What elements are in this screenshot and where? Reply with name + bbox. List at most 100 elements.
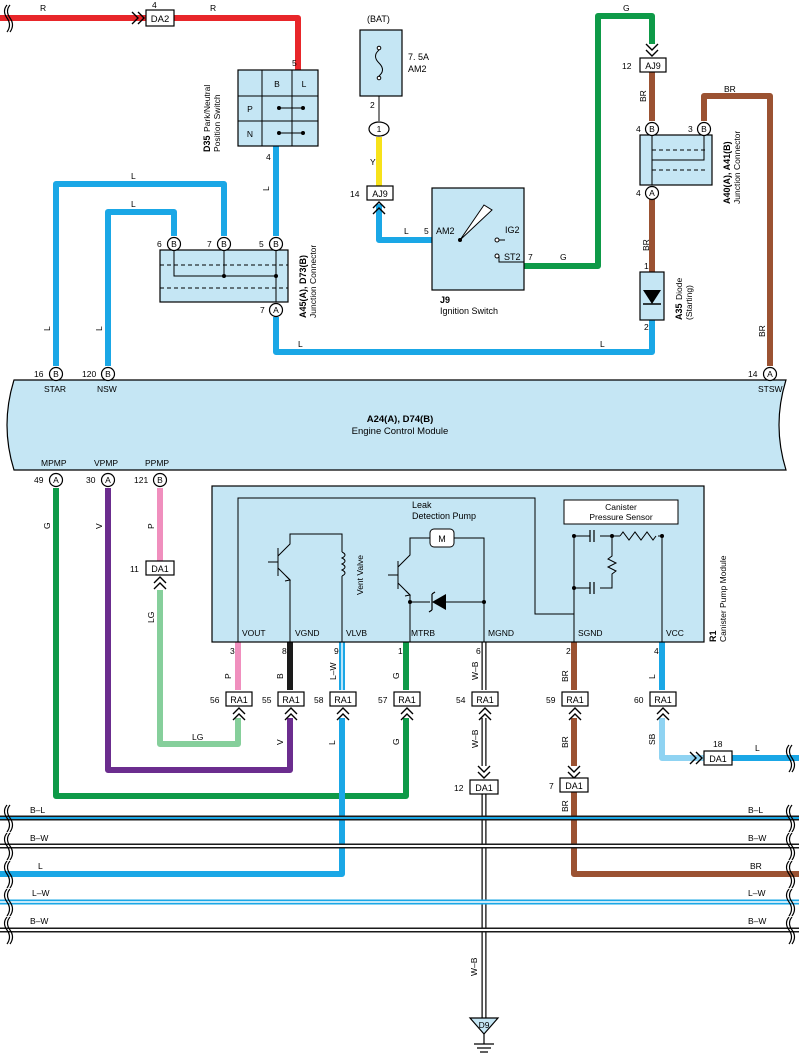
svg-text:14: 14 (350, 189, 360, 199)
svg-text:VCC: VCC (666, 628, 684, 638)
wire-br-right (701, 93, 773, 366)
svg-text:RA1: RA1 (282, 695, 300, 705)
svg-text:6: 6 (157, 239, 162, 249)
svg-text:4: 4 (266, 152, 271, 162)
svg-text:4: 4 (636, 124, 641, 134)
d35-title: D35 Park/Neutral Position Switch (202, 85, 222, 152)
svg-text:M: M (438, 534, 446, 544)
ra1-57: RA1 57 (378, 691, 421, 721)
svg-text:59: 59 (546, 695, 556, 705)
svg-text:Leak: Leak (412, 500, 432, 510)
svg-text:L: L (38, 861, 43, 871)
junction-connector-a40: B B A 4 3 4 (636, 121, 713, 201)
svg-text:A35: A35 (674, 303, 684, 320)
svg-text:RA1: RA1 (654, 695, 672, 705)
svg-text:A45(A), D73(B): A45(A), D73(B) (298, 255, 308, 318)
da1-connector-11: DA1 11 (130, 560, 175, 590)
svg-text:1: 1 (398, 646, 403, 656)
svg-text:121: 121 (134, 475, 148, 485)
diode-title: A35 Diode (Starting) (674, 278, 694, 320)
wire-l-star (53, 181, 227, 366)
ra1-60: RA1 60 (634, 691, 677, 721)
svg-text:BR: BR (757, 325, 767, 337)
wire-label-r2: R (210, 3, 216, 13)
svg-text:L: L (94, 326, 104, 331)
svg-text:5: 5 (292, 58, 297, 68)
ground-icon: D9 (468, 1017, 500, 1053)
svg-text:49: 49 (34, 475, 44, 485)
svg-text:58: 58 (314, 695, 324, 705)
svg-text:7: 7 (260, 305, 265, 315)
svg-text:DA1: DA1 (709, 754, 727, 764)
wire-sb (659, 718, 704, 761)
da1-connector-18: DA1 18 (689, 739, 733, 766)
svg-text:55: 55 (262, 695, 272, 705)
svg-text:D35: D35 (202, 135, 212, 152)
svg-text:N: N (247, 129, 253, 139)
svg-text:LG: LG (146, 612, 156, 623)
svg-text:B–L: B–L (748, 805, 763, 815)
svg-text:Canister Pump Module: Canister Pump Module (718, 555, 728, 642)
svg-text:VPMP: VPMP (94, 458, 118, 468)
svg-text:B–W: B–W (30, 916, 48, 926)
svg-text:RA1: RA1 (566, 695, 584, 705)
svg-text:DA1: DA1 (151, 564, 169, 574)
ignition-switch: 5 AM2 IG2 ST2 7 (424, 187, 533, 291)
svg-text:B: B (649, 124, 655, 134)
fuse: (BAT) 7. 5A AM2 2 1 (359, 14, 429, 137)
svg-text:G: G (391, 672, 401, 679)
svg-text:Park/Neutral: Park/Neutral (202, 85, 212, 132)
ra1-connectors: RA1 56 RA1 55 RA1 58 RA1 57 RA1 54 (210, 691, 677, 721)
svg-text:VLVB: VLVB (346, 628, 367, 638)
svg-text:54: 54 (456, 695, 466, 705)
svg-text:IG2: IG2 (505, 225, 520, 235)
svg-text:11: 11 (130, 564, 139, 574)
svg-text:B: B (171, 239, 177, 249)
svg-text:L: L (404, 226, 409, 236)
svg-text:2: 2 (566, 646, 571, 656)
ra1-59: RA1 59 (546, 691, 589, 721)
svg-text:AM2: AM2 (436, 226, 455, 236)
ra1-58: RA1 58 (314, 691, 357, 721)
svg-text:LG: LG (192, 732, 203, 742)
svg-text:L: L (261, 186, 271, 191)
svg-text:G: G (560, 252, 567, 262)
ecm-name: Engine Control Module (352, 426, 449, 437)
svg-text:Y: Y (370, 157, 376, 167)
svg-text:L: L (302, 79, 307, 89)
svg-text:G: G (391, 738, 401, 745)
svg-text:Detection Pump: Detection Pump (412, 511, 476, 521)
svg-text:L: L (755, 743, 760, 753)
svg-text:B: B (273, 239, 279, 249)
wires (0, 13, 799, 1018)
svg-text:P: P (223, 673, 233, 679)
d35-switch: B L P N 5 4 (237, 58, 319, 162)
svg-text:56: 56 (210, 695, 220, 705)
svg-text:MGND: MGND (488, 628, 514, 638)
svg-text:MPMP: MPMP (41, 458, 67, 468)
coil-icon (340, 551, 346, 577)
svg-text:L–W: L–W (748, 888, 765, 898)
svg-text:Position Switch: Position Switch (212, 94, 222, 152)
wire-l-am2 (376, 204, 432, 243)
svg-text:SGND: SGND (578, 628, 603, 638)
wire-l-nsw (105, 209, 177, 366)
bus-lines (0, 4, 799, 945)
svg-text:Junction Connector: Junction Connector (732, 131, 742, 204)
svg-text:Junction Connector: Junction Connector (308, 245, 318, 318)
svg-text:G: G (42, 522, 52, 529)
svg-text:AJ9: AJ9 (645, 61, 661, 71)
svg-text:RA1: RA1 (476, 695, 494, 705)
aj9-left: AJ9 14 (350, 185, 394, 215)
svg-text:B: B (157, 475, 163, 485)
svg-text:STSW: STSW (758, 384, 783, 394)
svg-text:RA1: RA1 (334, 695, 352, 705)
junction-connector-a45: B B B A 6 7 5 7 (157, 236, 289, 318)
svg-text:V: V (94, 523, 104, 529)
svg-text:Diode: Diode (674, 278, 684, 300)
wire-l-diode (273, 317, 655, 355)
svg-text:B: B (105, 369, 111, 379)
svg-text:ST2: ST2 (504, 252, 521, 262)
svg-text:BR: BR (560, 736, 570, 748)
svg-text:B: B (221, 239, 227, 249)
